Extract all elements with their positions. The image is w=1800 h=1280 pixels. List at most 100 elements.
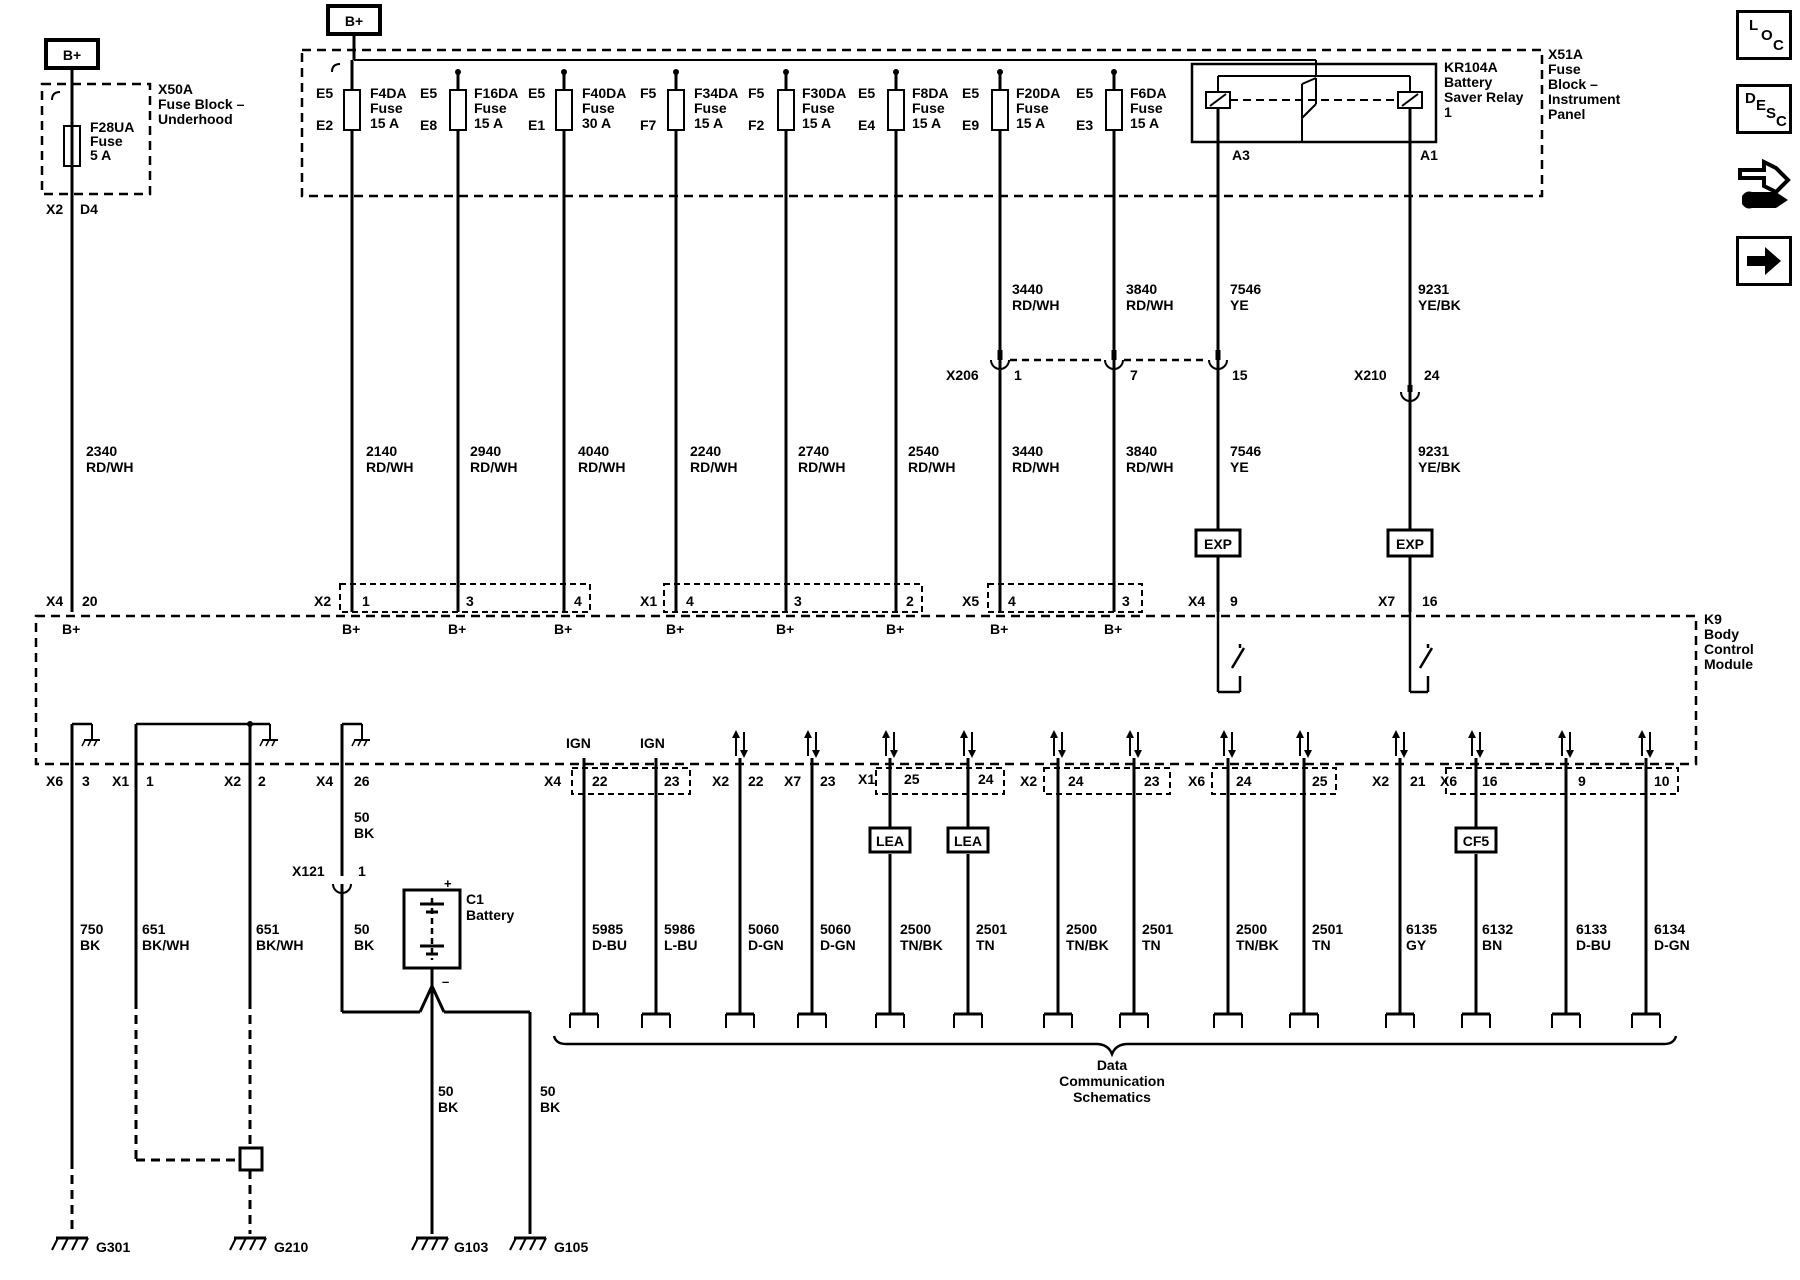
svg-text:Fuse: Fuse (90, 133, 123, 149)
svg-text:9: 9 (1578, 773, 1586, 789)
x51a-fuse-f40da: E5 E1 F40DA Fuse 30 A (528, 69, 626, 612)
svg-text:2501: 2501 (976, 921, 1007, 937)
svg-text:Battery: Battery (1444, 74, 1492, 90)
svg-text:B+: B+ (342, 621, 360, 637)
x51a-fuse-f30da: F5 F2 F30DA Fuse 15 A (748, 69, 846, 612)
svg-text:KR104A: KR104A (1444, 59, 1498, 75)
x51a-fuse-f4da: E5 E2 F4DA Fuse 15 A (316, 60, 407, 612)
svg-text:24: 24 (978, 771, 994, 787)
svg-text:RD/WH: RD/WH (1012, 297, 1059, 313)
x50a-fuse-block: X50A Fuse Block – Underhood F28UA Fuse 5… (40, 68, 245, 217)
svg-text:6135: 6135 (1406, 921, 1437, 937)
svg-text:Instrument: Instrument (1548, 91, 1621, 107)
svg-text:5060: 5060 (820, 921, 851, 937)
svg-text:D-BU: D-BU (592, 937, 627, 953)
svg-text:L-BU: L-BU (664, 937, 697, 953)
svg-text:Block –: Block – (1548, 76, 1598, 92)
svg-text:3: 3 (1122, 593, 1130, 609)
svg-text:X7: X7 (784, 773, 801, 789)
svg-text:F2: F2 (748, 117, 765, 133)
svg-text:4: 4 (574, 593, 582, 609)
svg-text:X6: X6 (46, 773, 63, 789)
svg-text:2240: 2240 (690, 443, 721, 459)
svg-text:Control: Control (1704, 641, 1754, 657)
svg-text:BK: BK (438, 1099, 458, 1115)
battery-c1: + – C1 Battery (402, 876, 514, 989)
svg-text:2500: 2500 (1066, 921, 1097, 937)
svg-text:D-BU: D-BU (1576, 937, 1611, 953)
svg-text:RD/WH: RD/WH (1126, 297, 1173, 313)
svg-text:B+: B+ (666, 621, 684, 637)
svg-text:B+: B+ (448, 621, 466, 637)
svg-text:Fuse: Fuse (912, 100, 945, 116)
svg-text:X1: X1 (112, 773, 129, 789)
svg-text:X1: X1 (640, 593, 657, 609)
svg-text:16: 16 (1482, 773, 1498, 789)
svg-text:4: 4 (686, 593, 694, 609)
svg-text:Communication: Communication (1059, 1073, 1165, 1089)
svg-text:2: 2 (258, 773, 266, 789)
lea-box-1: LEA (868, 826, 912, 854)
wire-651-g210: G210 651 BK/WH 651 BK/WH (134, 724, 308, 1255)
svg-text:C1: C1 (466, 891, 484, 907)
svg-text:2501: 2501 (1142, 921, 1173, 937)
svg-text:Fuse: Fuse (1130, 100, 1163, 116)
svg-text:B+: B+ (345, 13, 363, 29)
svg-text:E5: E5 (1076, 85, 1093, 101)
x51a-fuse-f20da: E5 E9 F20DA Fuse 15 A (962, 69, 1060, 350)
loc-icon[interactable]: L O C (1736, 10, 1792, 60)
k9-body-control-module: K9 Body Control Module X4 20 X2 1 3 4 X1… (34, 583, 1754, 795)
svg-text:BK: BK (354, 937, 374, 953)
svg-text:X5: X5 (962, 593, 979, 609)
svg-text:D-GN: D-GN (748, 937, 784, 953)
svg-text:X2: X2 (1020, 773, 1037, 789)
svg-text:E5: E5 (858, 85, 875, 101)
svg-text:E9: E9 (962, 117, 979, 133)
svg-text:Fuse: Fuse (1548, 61, 1581, 77)
svg-text:X4: X4 (544, 773, 561, 789)
svg-text:Underhood: Underhood (158, 111, 233, 127)
svg-text:F5: F5 (748, 85, 765, 101)
svg-text:E8: E8 (420, 117, 437, 133)
svg-text:Fuse: Fuse (802, 100, 835, 116)
svg-text:651: 651 (142, 921, 166, 937)
data-communication-brace: Data Communication Schematics (552, 1035, 1678, 1105)
svg-text:2: 2 (906, 593, 914, 609)
next-arrow-icon[interactable] (1736, 236, 1792, 286)
svg-text:15 A: 15 A (912, 115, 941, 131)
svg-text:RD/WH: RD/WH (908, 459, 955, 475)
svg-text:TN/BK: TN/BK (1236, 937, 1279, 953)
svg-text:5986: 5986 (664, 921, 695, 937)
svg-text:IGN: IGN (640, 735, 665, 751)
svg-text:50: 50 (540, 1083, 556, 1099)
svg-text:X4: X4 (316, 773, 333, 789)
svg-text:F20DA: F20DA (1016, 85, 1060, 101)
connector-tools-icon[interactable] (1736, 156, 1792, 216)
svg-text:F40DA: F40DA (582, 85, 626, 101)
svg-text:3440: 3440 (1012, 281, 1043, 297)
svg-text:2740: 2740 (798, 443, 829, 459)
svg-text:21: 21 (1410, 773, 1426, 789)
svg-text:RD/WH: RD/WH (1126, 459, 1173, 475)
svg-text:4040: 4040 (578, 443, 609, 459)
svg-text:BK/WH: BK/WH (256, 937, 303, 953)
svg-text:23: 23 (1144, 773, 1160, 789)
svg-text:G103: G103 (454, 1239, 488, 1255)
svg-text:X2: X2 (46, 201, 63, 217)
svg-text:30 A: 30 A (582, 115, 611, 131)
svg-text:RD/WH: RD/WH (578, 459, 625, 475)
svg-text:2540: 2540 (908, 443, 939, 459)
svg-text:6132: 6132 (1482, 921, 1513, 937)
desc-icon[interactable]: D E S C (1736, 84, 1792, 134)
svg-text:F5: F5 (640, 85, 657, 101)
svg-text:F6DA: F6DA (1130, 85, 1167, 101)
svg-text:25: 25 (1312, 773, 1328, 789)
svg-text:Data: Data (1097, 1057, 1128, 1073)
svg-text:7546: 7546 (1230, 443, 1261, 459)
svg-text:F30DA: F30DA (802, 85, 846, 101)
svg-text:B+: B+ (554, 621, 572, 637)
bplus-box-x50a: B+ (44, 38, 100, 70)
svg-text:E5: E5 (528, 85, 545, 101)
x51a-fuse-f16da: E5 E8 F16DA Fuse 15 A (420, 69, 518, 612)
